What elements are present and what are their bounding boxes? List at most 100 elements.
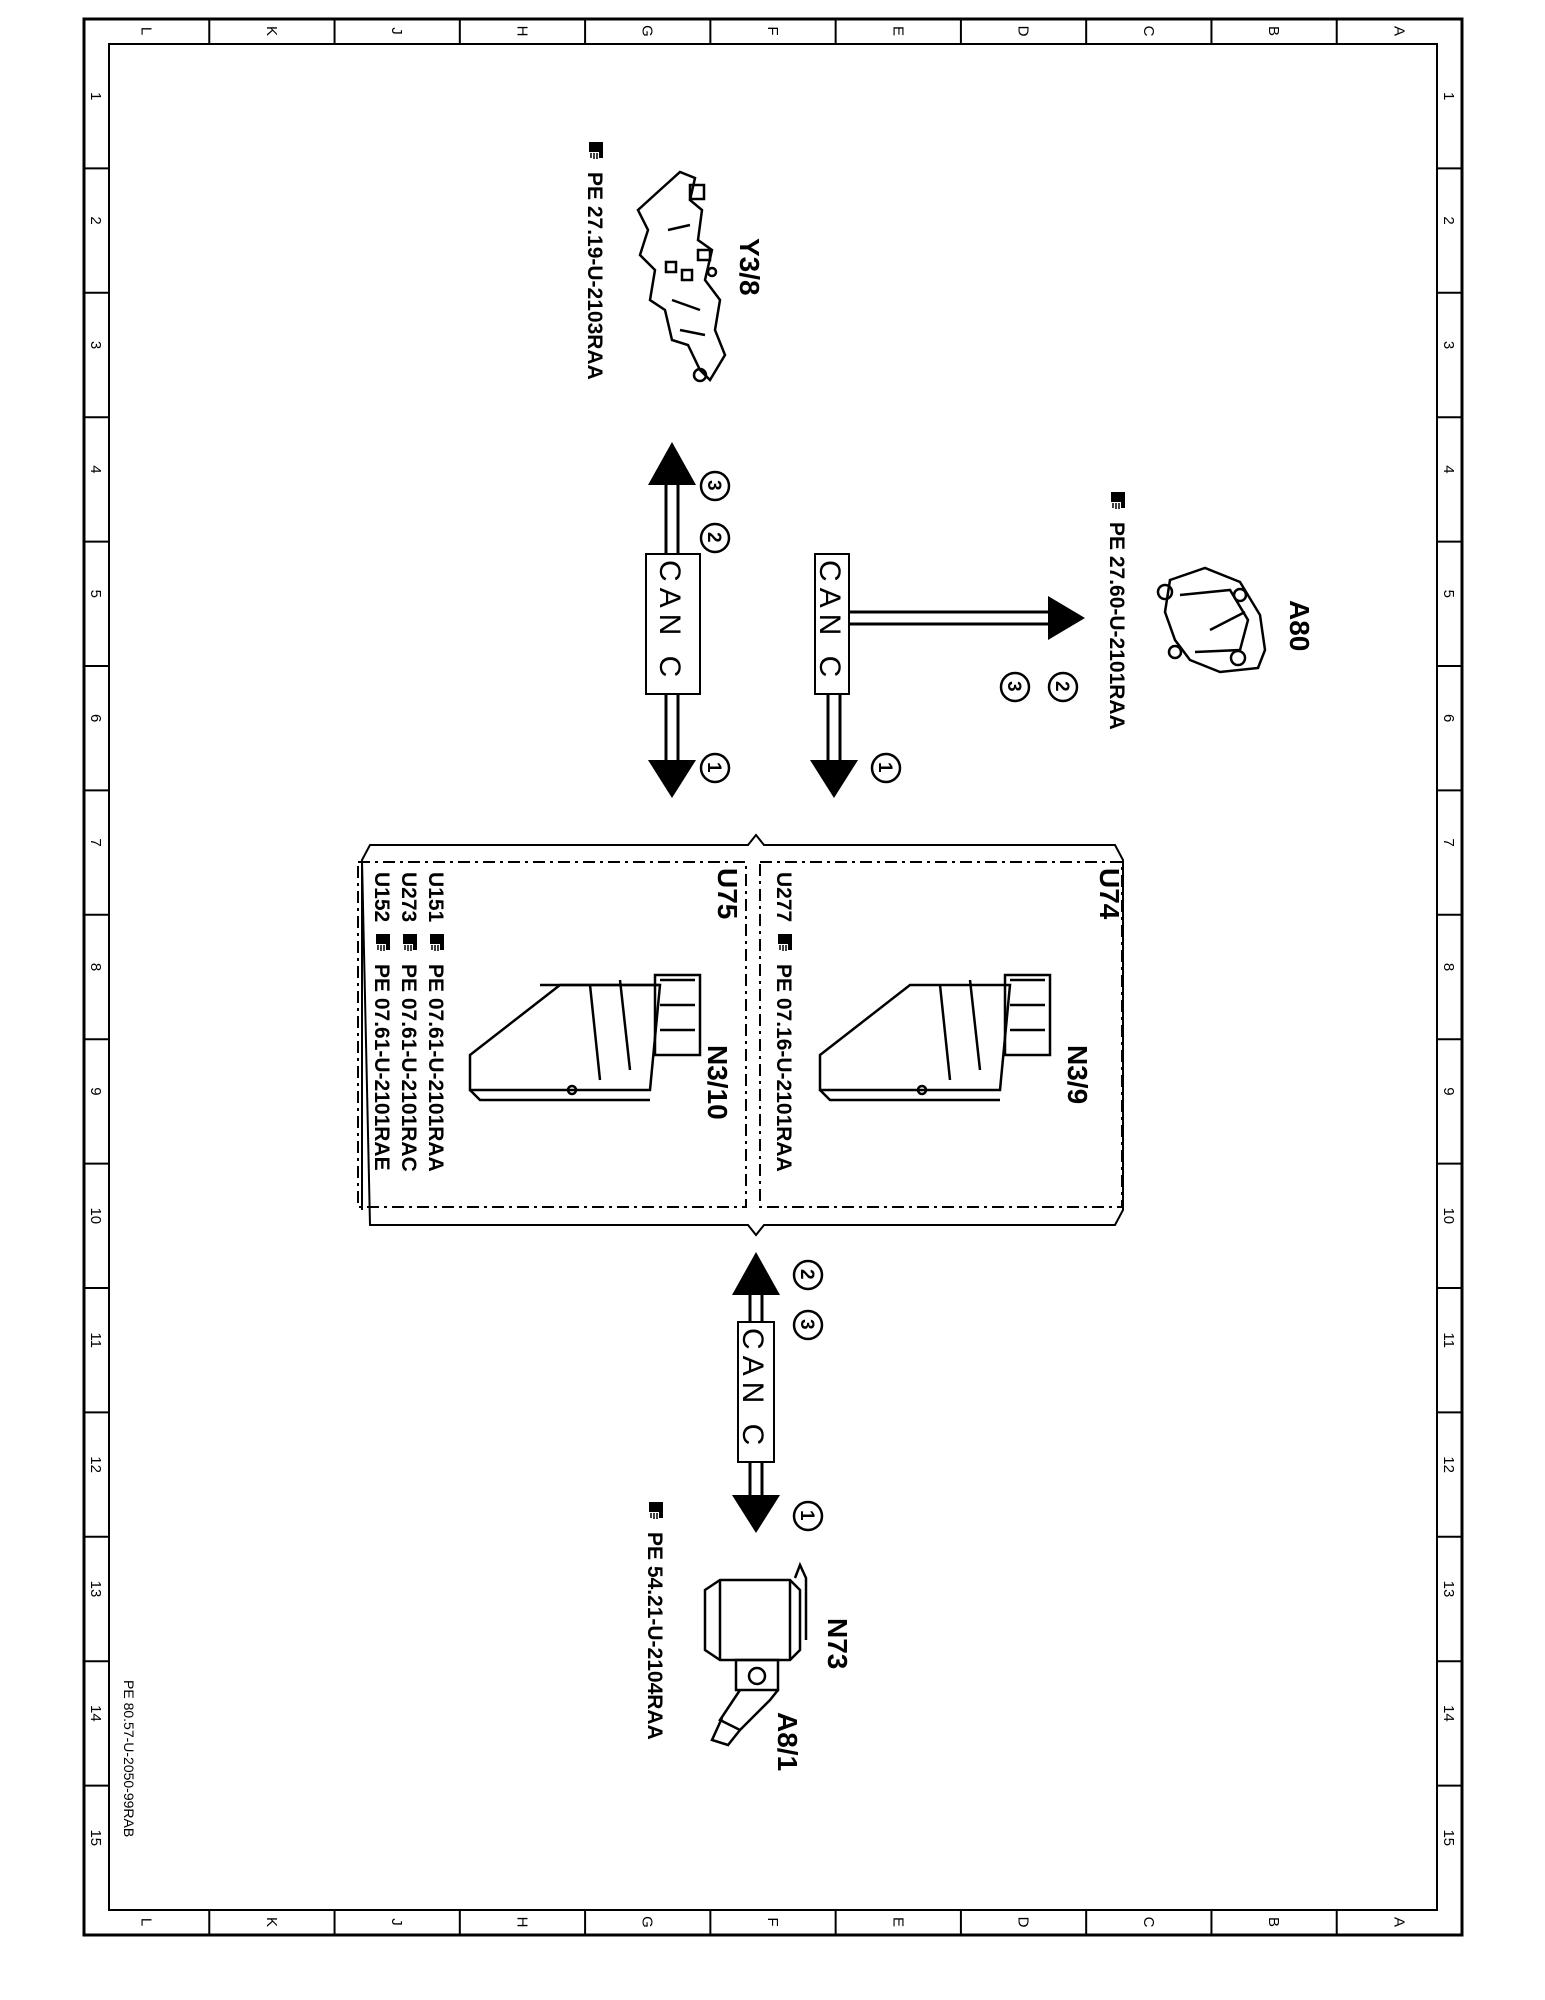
can-label-box <box>814 553 850 695</box>
svg-text:U277: U277 <box>772 872 795 922</box>
n73-sub-label: A8/1 <box>772 1712 803 1771</box>
a80-ref: PE 27.60-U-2101RAA <box>1105 491 1128 730</box>
border-number-left-7: 7 <box>87 838 104 846</box>
marker-3: 3 <box>699 470 731 502</box>
inner-frame <box>108 43 1438 1911</box>
border-number-right-1: 1 <box>1440 92 1457 100</box>
y38-ref-text: PE 27.19-U-2103RAA <box>583 172 606 380</box>
border-number-right-15: 15 <box>1440 1829 1457 1846</box>
border-number-left-3: 3 <box>87 341 104 349</box>
border-number-right-14: 14 <box>1440 1705 1457 1722</box>
svg-text:PE 07.61-U-2101RAC: PE 07.61-U-2101RAC <box>397 964 420 1172</box>
border-letter-bottom-j: J <box>388 1918 405 1926</box>
marker-1: 1 <box>870 752 902 784</box>
border-number-left-11: 11 <box>87 1332 104 1348</box>
u75-box <box>357 861 747 1208</box>
hand-pointer-icon <box>777 933 793 952</box>
border-number-right-3: 3 <box>1440 341 1457 349</box>
svg-text:2: 2 <box>1051 681 1072 692</box>
n73-component: N73 A8/1 PE 54.21-U-2104RAA <box>643 1501 853 1771</box>
hand-pointer-icon <box>648 1501 664 1520</box>
y38-component: Y3/8 PE 27.19-U-2103RAA <box>583 141 765 383</box>
svg-text:1: 1 <box>796 1510 817 1521</box>
marker-2: 2 <box>699 522 731 554</box>
border-letter-top-c: C <box>1140 26 1157 37</box>
border-letter-top-j: J <box>388 27 405 35</box>
border-letter-bottom-h: H <box>513 1917 530 1928</box>
svg-text:1: 1 <box>703 762 724 773</box>
border-letter-top-h: H <box>513 26 530 37</box>
svg-text:3: 3 <box>703 480 724 491</box>
u75-module-label: N3/10 <box>702 1045 733 1120</box>
border-letter-top-b: B <box>1265 26 1282 36</box>
y38-label: Y3/8 <box>734 238 765 296</box>
marker-3: 3 <box>999 671 1031 703</box>
border-number-right-6: 6 <box>1440 714 1457 722</box>
u74-box <box>759 861 1123 1208</box>
can-label: CAN C <box>653 560 686 683</box>
u75-ref-u151: U151 PE 07.61-U-2101RAA <box>424 872 447 1172</box>
n73-label: N73 <box>822 1618 853 1669</box>
border-letter-top-k: K <box>263 26 280 36</box>
border-number-right-13: 13 <box>1440 1581 1457 1598</box>
border-number-right-12: 12 <box>1440 1456 1457 1473</box>
arrow-down-head <box>648 760 696 798</box>
hand-pointer-icon <box>588 141 604 160</box>
border-number-left-9: 9 <box>87 1087 104 1095</box>
svg-text:PE 07.61-U-2101RAE: PE 07.61-U-2101RAE <box>370 964 393 1171</box>
border-letter-bottom-d: D <box>1015 1917 1032 1928</box>
arrow-down-head <box>732 1495 780 1533</box>
hand-pointer-icon <box>375 933 391 952</box>
border-letter-bottom-c: C <box>1140 1917 1157 1928</box>
border-number-right-8: 8 <box>1440 963 1457 971</box>
marker-3: 3 <box>792 1309 824 1341</box>
svg-text:3: 3 <box>796 1319 817 1330</box>
arrow-down-head <box>810 760 858 798</box>
border-number-left-4: 4 <box>87 465 104 473</box>
border-letter-top-e: E <box>889 26 906 36</box>
border-letter-bottom-e: E <box>889 1917 906 1927</box>
y38-ref: PE 27.19-U-2103RAA <box>583 141 606 380</box>
can-label-box <box>737 1321 775 1463</box>
border-number-right-7: 7 <box>1440 838 1457 846</box>
can-bus-n73: CAN C 2 3 1 <box>732 1252 824 1533</box>
svg-text:2: 2 <box>796 1269 817 1280</box>
border-letter-bottom-g: G <box>639 1916 656 1928</box>
border-letter-bottom-b: B <box>1265 1917 1282 1927</box>
n73-ref-text: PE 54.21-U-2104RAA <box>643 1532 666 1740</box>
document-id: PE 80.57-U-2050-99RAB <box>121 1680 137 1837</box>
border-letter-bottom-k: K <box>263 1917 280 1927</box>
border-number-right-2: 2 <box>1440 216 1457 224</box>
svg-text:U273: U273 <box>397 872 420 922</box>
border-number-left-14: 14 <box>87 1705 104 1722</box>
border-letter-bottom-f: F <box>764 1917 781 1926</box>
outer-frame <box>82 17 1464 1937</box>
marker-2: 2 <box>792 1259 824 1291</box>
border-number-left-15: 15 <box>87 1829 104 1846</box>
can-label: CAN C <box>813 560 846 683</box>
u75-ref-u152: U152 PE 07.61-U-2101RAE <box>370 872 393 1171</box>
u75-ref-u273: U273 PE 07.61-U-2101RAC <box>397 872 420 1172</box>
marker-1: 1 <box>792 1500 824 1532</box>
u74-label: U74 <box>1094 868 1125 920</box>
svg-text:U152: U152 <box>370 872 393 922</box>
u75-label: U75 <box>712 868 743 919</box>
border-number-left-6: 6 <box>87 714 104 722</box>
arrow-up-head <box>648 442 696 485</box>
svg-text:1: 1 <box>874 762 895 773</box>
actuator-drawing <box>1156 566 1267 674</box>
svg-text:2: 2 <box>703 532 724 543</box>
arrow-up-head <box>732 1252 780 1295</box>
svg-text:3: 3 <box>1003 681 1024 692</box>
u74-ref-u277: U277 PE 07.16-U-2101RAA <box>772 872 795 1172</box>
u74-ecu-drawing <box>818 973 1052 1102</box>
u75-ecu-drawing <box>468 973 702 1102</box>
a80-label: A80 <box>1284 600 1315 651</box>
hand-pointer-icon <box>429 933 445 952</box>
can-label-box <box>645 553 701 695</box>
can-bus-y38: CAN C 3 2 1 <box>645 442 731 798</box>
border-number-right-5: 5 <box>1440 590 1457 598</box>
border-number-right-4: 4 <box>1440 465 1457 473</box>
